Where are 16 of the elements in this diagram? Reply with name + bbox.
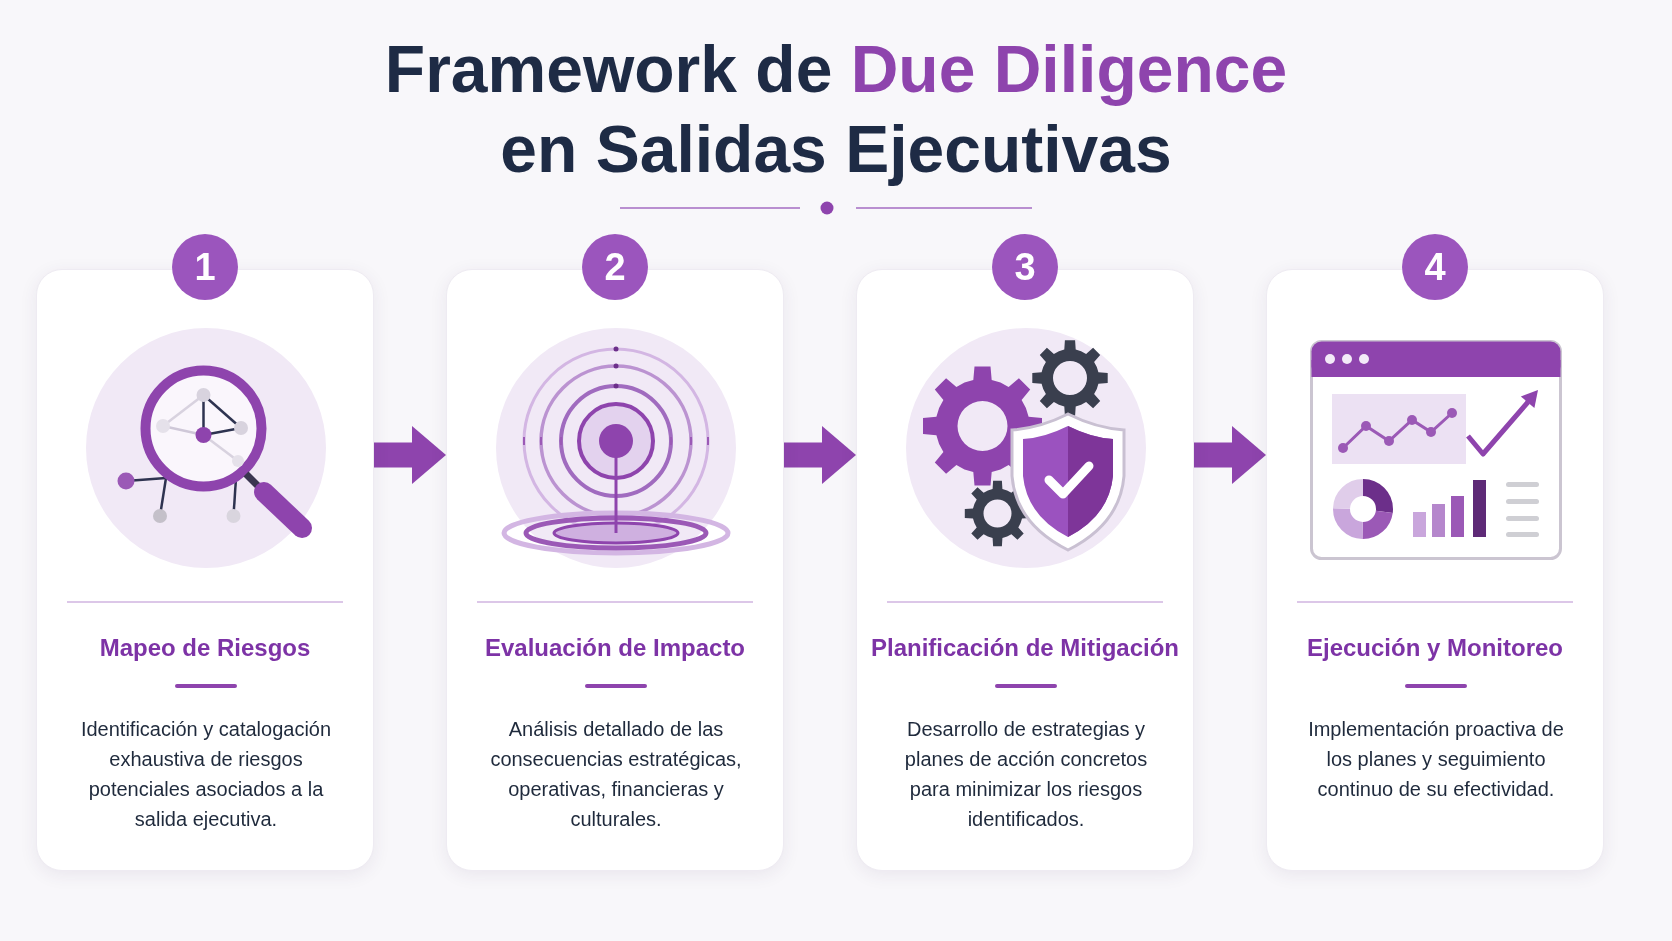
title: Framework de Due Diligence en Salidas Ejecutivas [383,31,1289,188]
step-description: Identificación y catalogación exhaustiva de riesgos potenciales asociados a la salida ejecutiva. [79,717,333,832]
step-number-badge: 1 [172,234,238,300]
step-title: Planificación de Mitigación [869,633,1181,663]
step-description: Desarrollo de estrategias y planes de acción concretos para minimizar los riesgos identificados. [903,717,1149,832]
step-description: Análisis detallado de las consecuencias estratégicas, operativas, financieras y culturales. [489,717,743,832]
step-title: Evaluación de Impacto [483,633,747,663]
step-number-badge: 3 [992,234,1058,300]
step-title: Ejecución y Monitoreo [1306,633,1564,663]
step-description: Implementación proactiva de los planes y seguimiento continuo de su efectividad. [1307,717,1565,802]
arrow [784,426,856,484]
step-title: Mapeo de Riesgos [98,633,312,663]
arrow [374,426,446,484]
step-number-badge: 2 [582,234,648,300]
step-number-badge: 4 [1402,234,1468,300]
arrow [1194,426,1266,484]
